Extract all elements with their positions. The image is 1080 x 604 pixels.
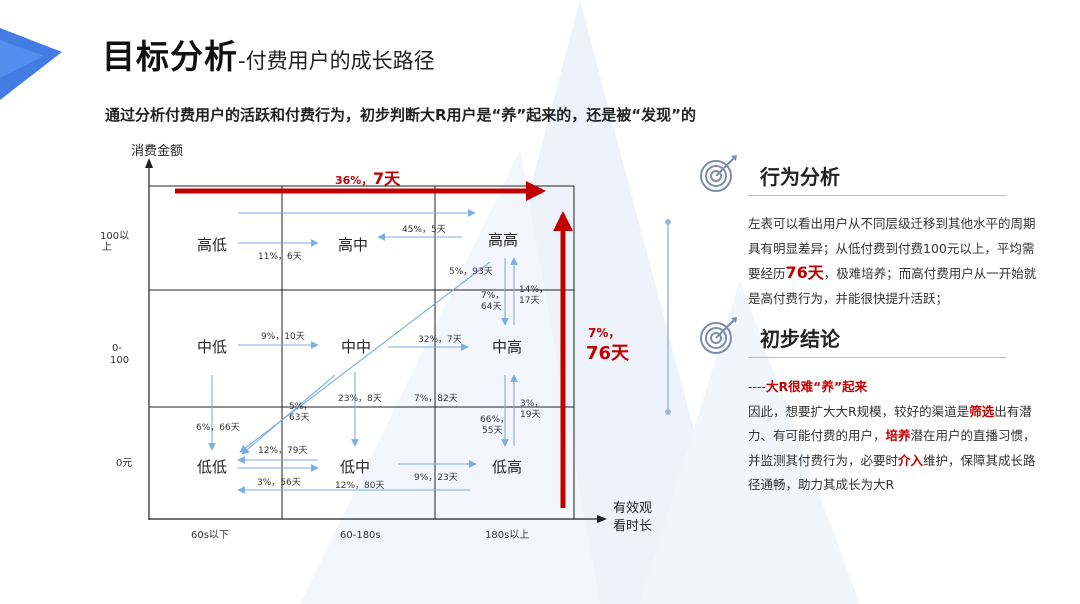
cell-low-mid: 低中 — [340, 458, 370, 476]
target-icon — [700, 155, 737, 192]
conclusion-highlight-3: 介入 — [898, 452, 924, 468]
conclusion-title-underline — [748, 357, 1006, 358]
x-axis-label-line2: 看时长 — [613, 518, 652, 534]
growth-path-diagram: 消费金额 有效观 看时长 100以 上 0- 100 0元 60s以下 60-1… — [100, 143, 671, 541]
behavior-highlight: 76天 — [785, 263, 824, 282]
cell-high-high: 高高 — [488, 231, 518, 249]
intro-text: 通过分析付费用户的活跃和付费行为，初步判断大R用户是“养”起来的，还是被“发现”… — [105, 106, 696, 124]
conclusion-text-part4: 维护，保障其成长路径通畅，助力其成长为大R — [748, 452, 1036, 493]
cell-mid-mid: 中中 — [341, 338, 371, 356]
migration-label: 7%， — [481, 291, 504, 301]
target-icon — [700, 317, 737, 354]
title-main: 目标分析 — [102, 37, 238, 76]
y-axis-label: 消费金额 — [131, 143, 183, 159]
x-tick-over-180s: 180s以上 — [485, 529, 529, 541]
migration-label: 9%，10天 — [261, 332, 305, 342]
migration-label: 45%，5天 — [402, 225, 446, 235]
migration-label: 64天 — [481, 302, 501, 312]
y-tick-0-100-line2: 100 — [110, 355, 129, 366]
y-tick-0-100: 0- — [112, 343, 122, 354]
migration-label: 14%， — [519, 285, 548, 295]
conclusion-title: 初步结论 — [760, 327, 840, 351]
migration-label: 66%， — [480, 415, 509, 425]
cell-high-low: 高低 — [197, 236, 227, 254]
conclusion-text-part1: 因此，想要扩大大R规模，较好的渠道是 — [748, 403, 970, 419]
y-tick-100-plus-line2: 上 — [102, 241, 112, 253]
migration-label: 5%，93天 — [449, 267, 493, 277]
conclusion-highlight-1: 筛选 — [969, 403, 995, 419]
migration-label: 12%，79天 — [258, 446, 307, 456]
migration-label: 3%，56天 — [257, 478, 301, 488]
top-arrow-days: 7天 — [373, 169, 401, 188]
migration-label: 9%，23天 — [414, 473, 458, 483]
title-subtitle: -付费用户的成长路径 — [238, 49, 435, 73]
migration-label: 3%， — [520, 399, 543, 409]
behavior-text-part2: ，极难培养；而高付费用户从一开始就是高付费行为，并能很快提升活跃； — [748, 266, 1037, 306]
right-arrow-days: 76天 — [586, 343, 630, 364]
conclusion-lead-dash: ---- — [748, 379, 767, 394]
behavior-title-underline — [748, 195, 1006, 196]
separator-dot-top — [665, 219, 671, 225]
cell-high-mid: 高中 — [338, 236, 368, 254]
page-title: 目标分析-付费用户的成长路径 — [102, 30, 435, 78]
migration-label: 63天 — [289, 413, 309, 423]
y-tick-100-plus: 100以 — [100, 231, 129, 242]
behavior-text-part1: 左表可以看出用户从不同层级迁移到其他水平的周期具有明显差异；从低付费到付费100… — [748, 216, 1036, 281]
behavior-analysis-text: 左表可以看出用户从不同层级迁移到其他水平的周期具有明显差异；从低付费到付费100… — [748, 212, 1040, 311]
cell-mid-high: 中高 — [492, 338, 522, 356]
cell-low-low: 低低 — [197, 458, 227, 476]
cell-low-high: 低高 — [492, 458, 522, 476]
migration-label: 55天 — [482, 426, 502, 436]
cell-mid-low: 中低 — [197, 338, 227, 356]
conclusion-text-part2: 出有潜力、有可能付费的用户， — [748, 403, 1032, 444]
migration-label: 17天 — [519, 296, 539, 306]
x-axis-arrowhead — [597, 515, 607, 523]
conclusion-highlight-2: 培养 — [885, 428, 911, 443]
migration-label: 12%，80天 — [335, 481, 384, 491]
behavior-analysis-title: 行为分析 — [760, 165, 840, 189]
right-arrow-pct: 7%， — [588, 326, 620, 340]
y-tick-zero: 0元 — [116, 458, 132, 469]
migration-label: 5%， — [289, 402, 312, 412]
arrow-midmid-to-lowlow — [241, 374, 336, 455]
migration-label: 32%，7天 — [418, 335, 462, 345]
y-axis-arrowhead — [145, 158, 153, 168]
top-arrow-pct: 36%， — [335, 174, 372, 187]
migration-label: 19天 — [520, 410, 540, 420]
migration-label: 11%，6天 — [258, 252, 302, 262]
x-tick-under-60s: 60s以下 — [191, 530, 229, 541]
migration-label: 6%，66天 — [196, 423, 240, 433]
x-axis-label-line1: 有效观 — [613, 501, 652, 516]
conclusion-text: ----大R很难“养”起来 因此，想要扩大大R规模，较好的渠道是筛选出有潜力、有… — [748, 375, 1040, 498]
conclusion-lead: 大R很难“养”起来 — [766, 379, 868, 394]
separator-dot-bottom — [665, 409, 671, 415]
migration-label: 7%，82天 — [414, 394, 458, 404]
migration-arrows — [208, 209, 518, 494]
x-tick-60-180s: 60-180s — [340, 530, 381, 541]
migration-label: 23%，8天 — [338, 394, 382, 404]
conclusion-text-part3: 潜在用户的直播习惯，并监测其付费行为，必要时 — [748, 428, 1036, 468]
